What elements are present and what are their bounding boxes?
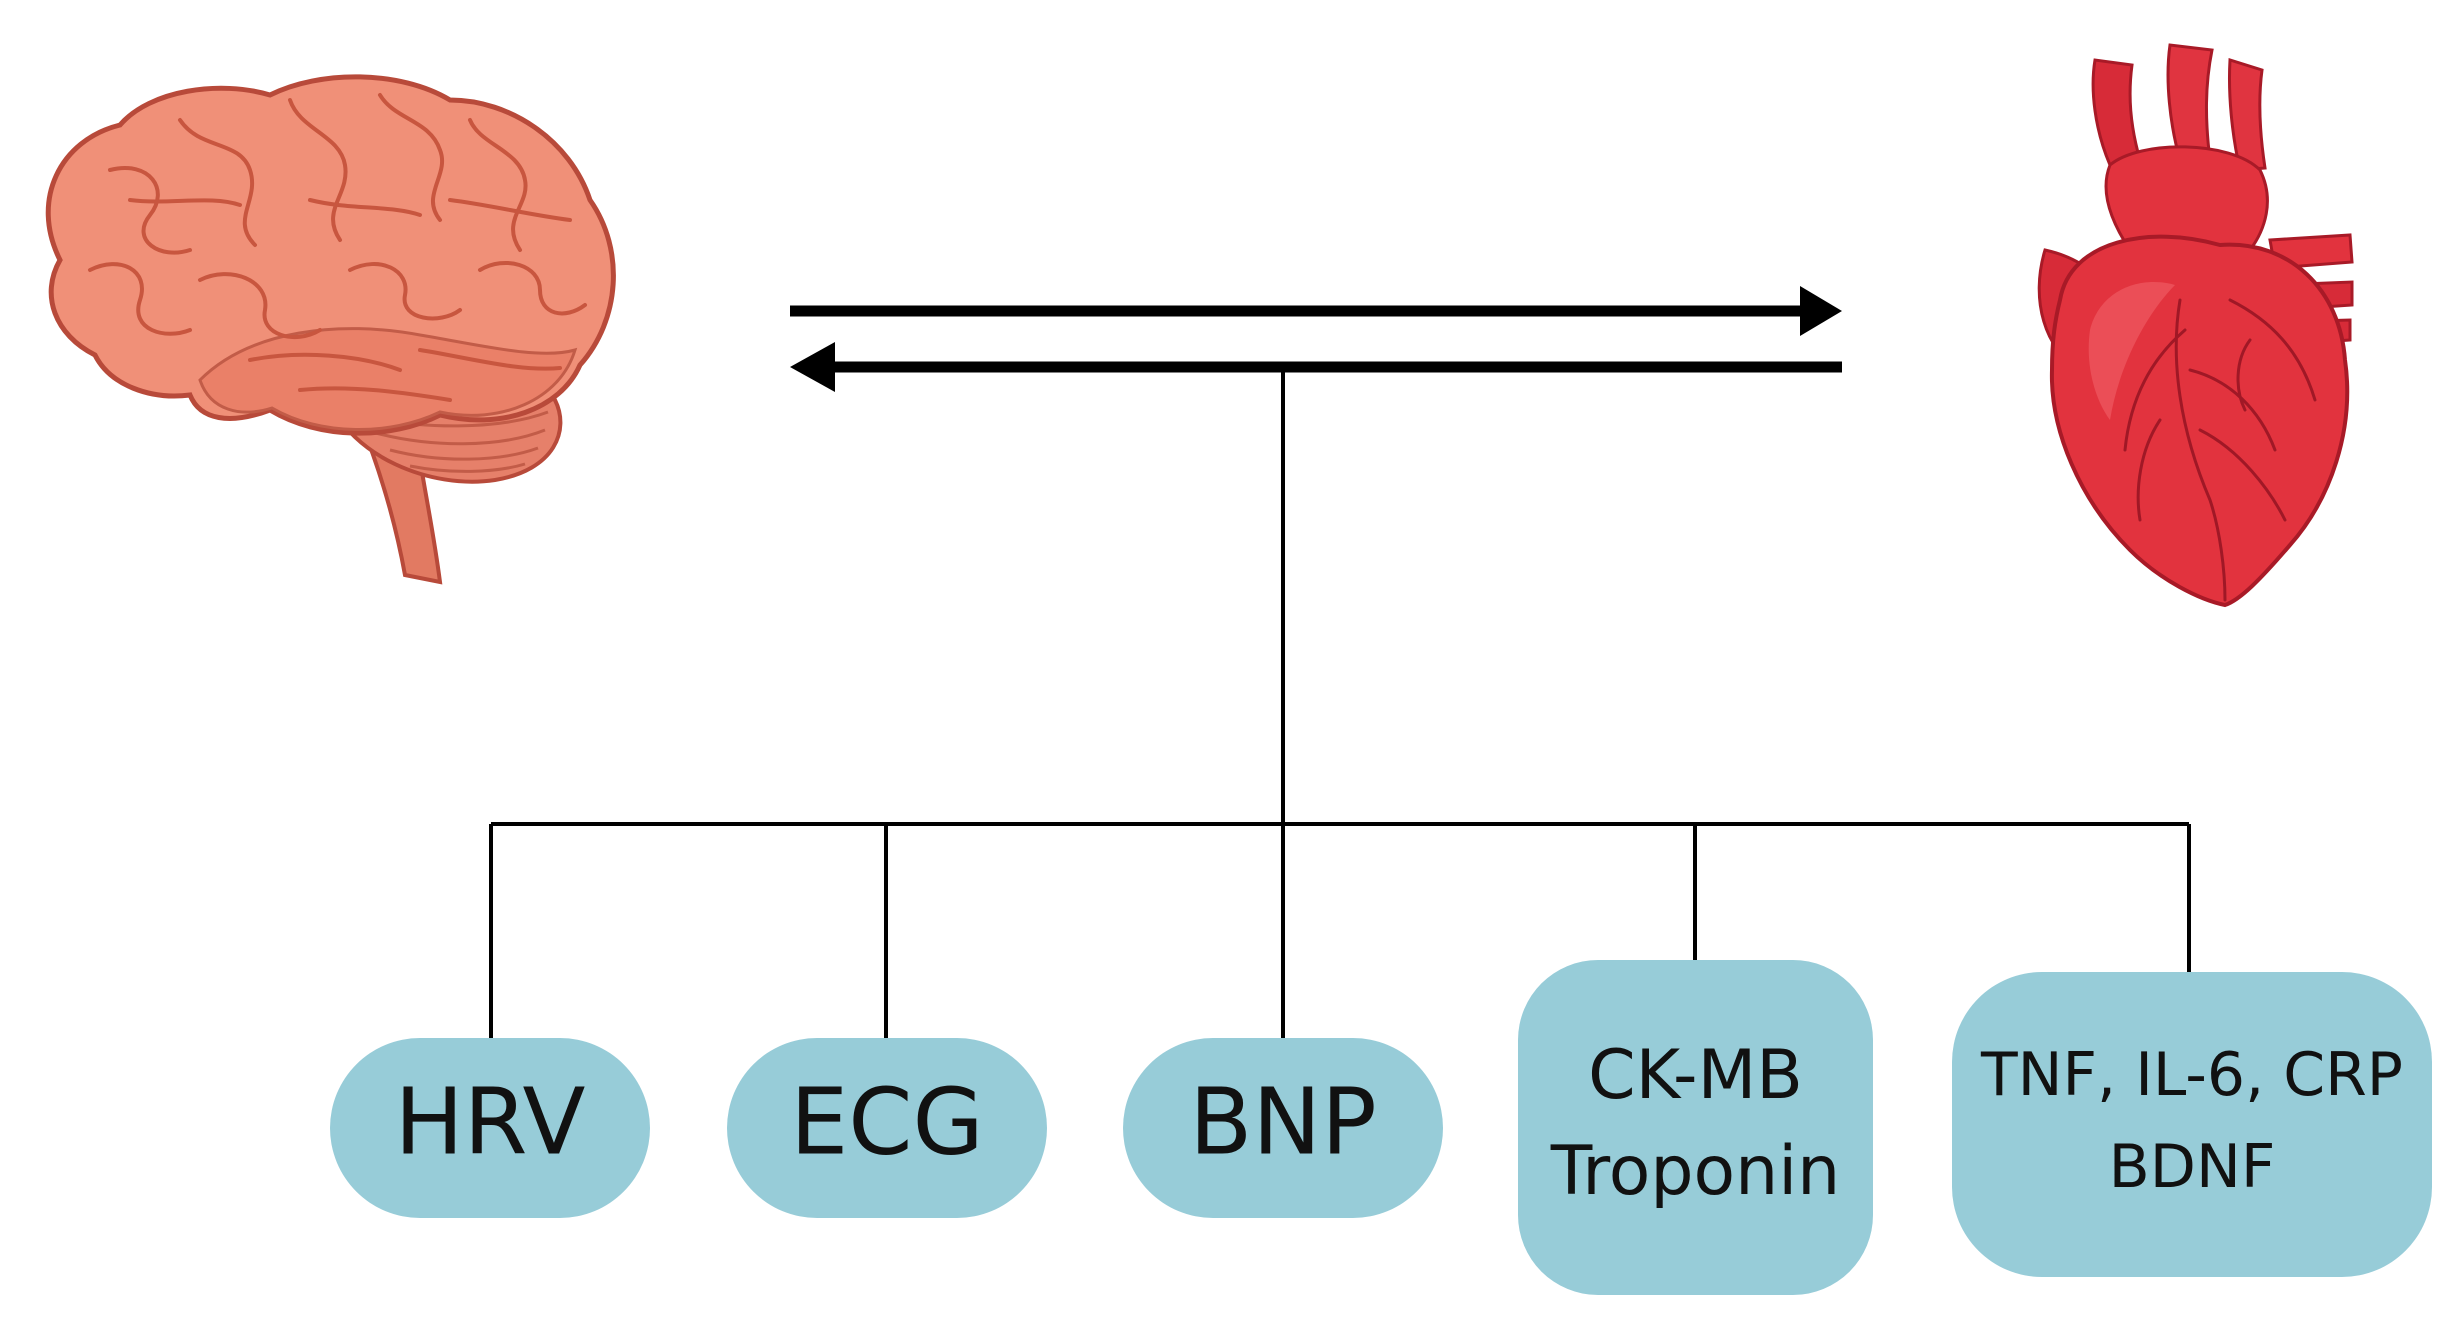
aorta-vessel-1 <box>2091 58 2142 167</box>
node-box-bnp <box>1123 1038 1443 1218</box>
arrow-left-icon <box>790 342 1842 392</box>
node-box-hrv <box>330 1038 650 1218</box>
brain-folds <box>88 93 587 402</box>
aorta-vessel-3 <box>2227 57 2267 172</box>
arrow-right-icon <box>790 286 1842 336</box>
node-ecg: ECG <box>727 1038 1047 1218</box>
node-label-ckmb-1: Troponin <box>1550 1132 1840 1211</box>
aorta-vessel-2 <box>2166 43 2214 162</box>
node-label-inflam-1: BDNF <box>2109 1132 2276 1202</box>
arrow-right-head <box>1800 286 1842 336</box>
node-bnp: BNP <box>1123 1038 1443 1218</box>
node-label-inflam-0: TNF, IL-6, CRP <box>1980 1040 2403 1110</box>
node-hrv: HRV <box>330 1038 650 1218</box>
aortic-arch <box>2104 145 2269 252</box>
node-box-inflam <box>1952 972 2432 1277</box>
node-ckmb: CK-MB Troponin <box>1518 960 1873 1295</box>
node-box-ckmb <box>1518 960 1873 1295</box>
heart-icon <box>2037 43 2354 608</box>
arrow-left-head <box>790 342 835 392</box>
node-box-ecg <box>727 1038 1047 1218</box>
node-label-bnp-0: BNP <box>1189 1068 1376 1175</box>
biomarker-nodes: HRV ECG BNP CK-MB Troponin TNF, IL-6, CRP BDNF <box>330 960 2432 1295</box>
brain-icon <box>45 74 616 585</box>
heart-body <box>2049 234 2350 608</box>
node-inflam: TNF, IL-6, CRP BDNF <box>1952 972 2432 1277</box>
coronary-vessels <box>2123 298 2317 602</box>
connector-tree <box>489 372 2191 1038</box>
node-label-hrv-0: HRV <box>394 1068 585 1175</box>
heart-highlight <box>2088 282 2175 420</box>
node-label-ecg-0: ECG <box>790 1068 984 1175</box>
node-label-ckmb-0: CK-MB <box>1588 1036 1803 1115</box>
